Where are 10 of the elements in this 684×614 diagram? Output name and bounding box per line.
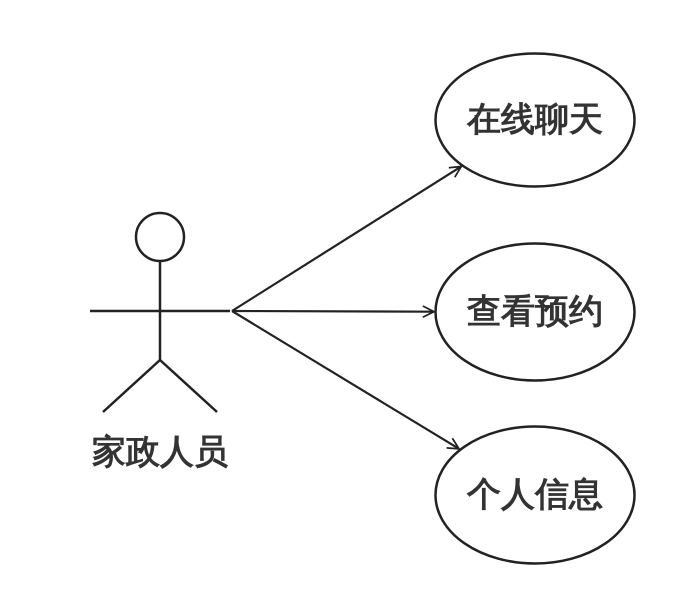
use-case-label: 在线聊天 (466, 100, 604, 140)
arrow (231, 310, 460, 450)
use-case-ellipse (434, 242, 636, 382)
use-case-label: 个人信息 (466, 475, 604, 515)
arrow (231, 166, 462, 312)
use-case-ellipse (434, 52, 636, 188)
actor-label: 家政人员 (91, 432, 229, 472)
arrow (232, 305, 435, 318)
use-case-label: 查看预约 (466, 292, 604, 332)
use-case-ellipse (434, 425, 636, 565)
